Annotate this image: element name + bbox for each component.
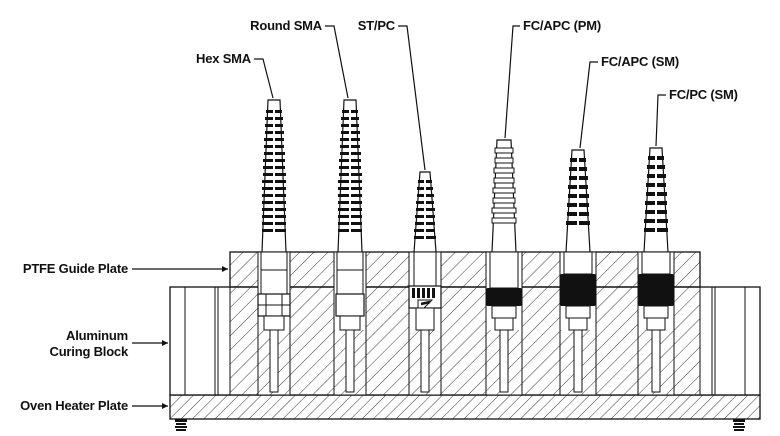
heater-foot-left [175,419,187,431]
label-fc-pc-sm: FC/PC (SM) [669,87,738,102]
connector-fc-pc-sm [638,147,674,331]
connector-st-pc [408,171,442,331]
label-ptfe-guide-plate: PTFE Guide Plate [23,261,128,276]
connector-fc-apc-sm [560,149,596,331]
connector-hex-sma [257,99,291,331]
label-st-pc: ST/PC [358,18,396,33]
heater-foot-right [733,419,745,431]
label-curing-block: Curing Block [50,344,129,359]
label-fc-apc-sm: FC/APC (SM) [601,54,679,69]
oven-heater-plate [169,394,761,431]
label-fc-apc-pm: FC/APC (PM) [523,18,601,33]
label-aluminum: Aluminum [66,328,128,343]
leader-lines [132,25,666,409]
ptfe-guide-plate [229,251,701,288]
label-round-sma: Round SMA [250,18,323,33]
connector-fc-apc-pm [486,139,522,331]
label-oven-heater-plate: Oven Heater Plate [20,398,128,413]
label-hex-sma: Hex SMA [196,51,252,66]
ferrules [269,329,661,393]
connector-round-sma [335,99,365,331]
